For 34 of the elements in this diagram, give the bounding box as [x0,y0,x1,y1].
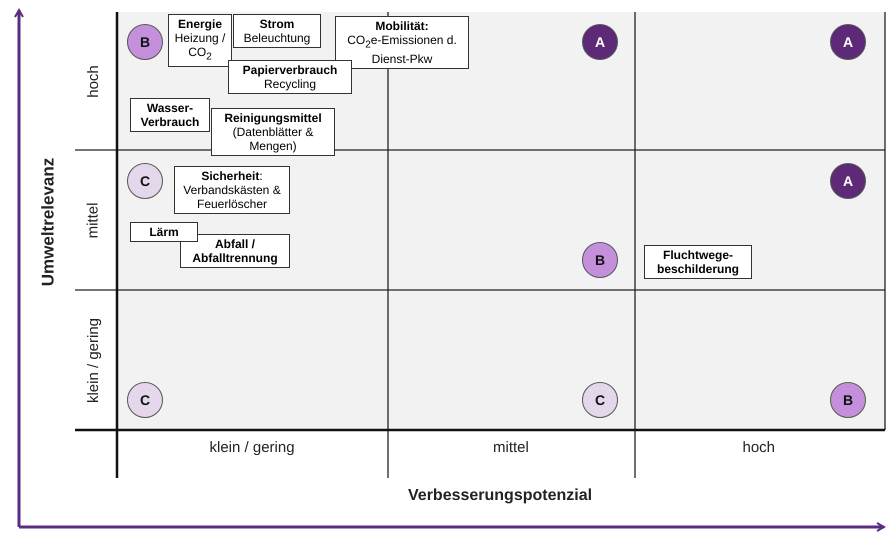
topic-box [168,14,232,68]
topic-box [233,14,321,48]
topic-detail: Heizung / CO$_{2}$ [174,31,226,64]
axis-tick-label: klein / gering [84,317,102,403]
axis-tick-label: mittel [84,202,102,238]
topic-heading: Fluchtwege-beschilderung [656,248,740,276]
topic-box [211,108,335,156]
topic-detail: CO$_{2}$e-Emissionen d. Dienst-Pkw [346,33,458,66]
axis-tick-label: klein / gering [210,438,295,456]
topic-heading: Wasser-Verbrauch [140,101,200,129]
axis-title: Umweltrelevanz [38,158,58,286]
topic-heading: Mobilität: [374,19,430,33]
topic-box [180,234,290,268]
topic-detail: Recycling [262,77,318,91]
topic-box [130,98,210,132]
topic-heading: Abfall / Abfalltrennung [191,237,279,265]
topic-box [228,60,352,94]
topic-heading: Reinigungsmittel [223,111,323,125]
topic-box [335,16,469,70]
topic-detail: Beleuchtung [242,31,312,45]
topic-heading: Sicherheit: [200,169,264,183]
axis-tick-label: mittel [493,438,529,456]
topic-box [174,166,290,214]
axis-tick-label: hoch [742,438,776,456]
axis-title: Verbesserungspotenzial [408,487,592,505]
topic-box [130,222,198,242]
topic-heading: Lärm [148,225,180,239]
topic-heading: Strom [258,17,296,31]
axis-tick-label: hoch [84,64,102,98]
topic-box [644,245,752,279]
topic-heading: Energie [176,17,223,31]
topic-detail: Verbandskästen & Feuerlöscher [182,183,282,211]
topic-heading: Papierverbrauch [242,63,338,77]
topic-detail: (Datenblätter & Mengen) [232,125,314,153]
